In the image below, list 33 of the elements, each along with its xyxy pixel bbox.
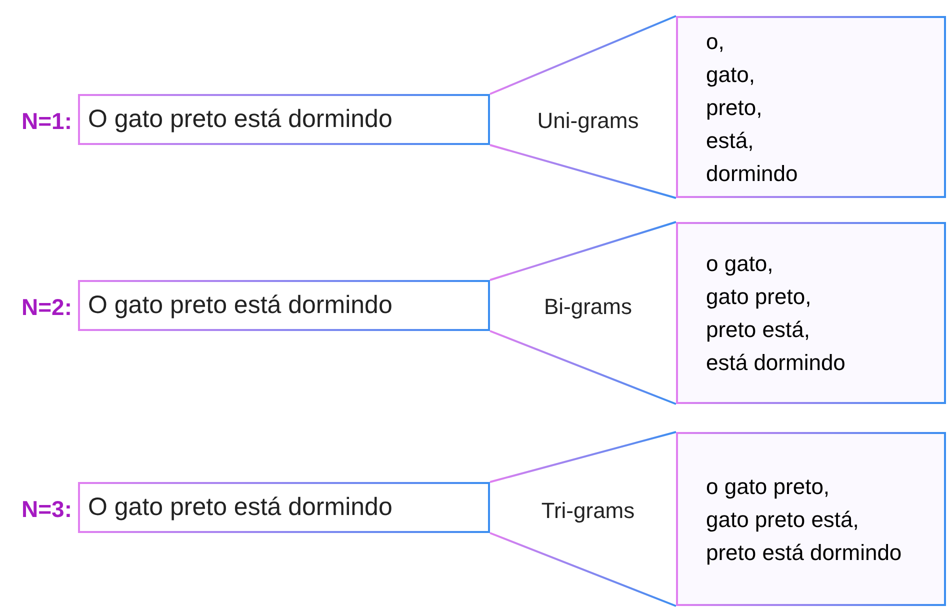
ngram-type-label: Uni-grams (536, 107, 640, 135)
ngram-item: preto está dormindo (706, 538, 903, 567)
ngram-item: o, (706, 28, 726, 56)
ngram-item: preto está, (706, 316, 811, 344)
connector-line (490, 15, 676, 95)
ngram-list-box (676, 222, 946, 404)
connector-line (490, 221, 676, 281)
sentence-text: O gato preto está dormindo (88, 104, 394, 135)
ngram-type-label: Bi-grams (542, 293, 633, 321)
ngram-item: gato preto, (706, 283, 812, 311)
ngram-item: está, (706, 126, 755, 154)
connector-line (490, 330, 676, 405)
sentence-text: O gato preto está dormindo (88, 492, 394, 523)
row-label: N=1: (22, 107, 72, 136)
ngram-item: o gato preto, (706, 472, 831, 501)
ngram-item: preto, (706, 94, 764, 122)
ngram-type-label: Tri-grams (540, 497, 636, 525)
ngram-item: o gato, (706, 250, 774, 278)
connector-line (490, 431, 676, 483)
ngram-item: gato preto está, (706, 506, 860, 534)
sentence-box (78, 482, 490, 533)
row-label: N=2: (22, 293, 72, 322)
ngram-item: dormindo (706, 160, 799, 188)
connector-line (490, 532, 676, 607)
sentence-text: O gato preto está dormindo (88, 290, 394, 321)
connector-line (490, 144, 676, 199)
ngram-list-box (676, 432, 946, 606)
ngram-item: está dormindo (706, 349, 846, 377)
ngram-item: gato, (706, 60, 756, 89)
sentence-box (78, 94, 490, 145)
row-label: N=3: (22, 495, 72, 524)
ngram-list-box (676, 16, 946, 198)
sentence-box (78, 280, 490, 331)
